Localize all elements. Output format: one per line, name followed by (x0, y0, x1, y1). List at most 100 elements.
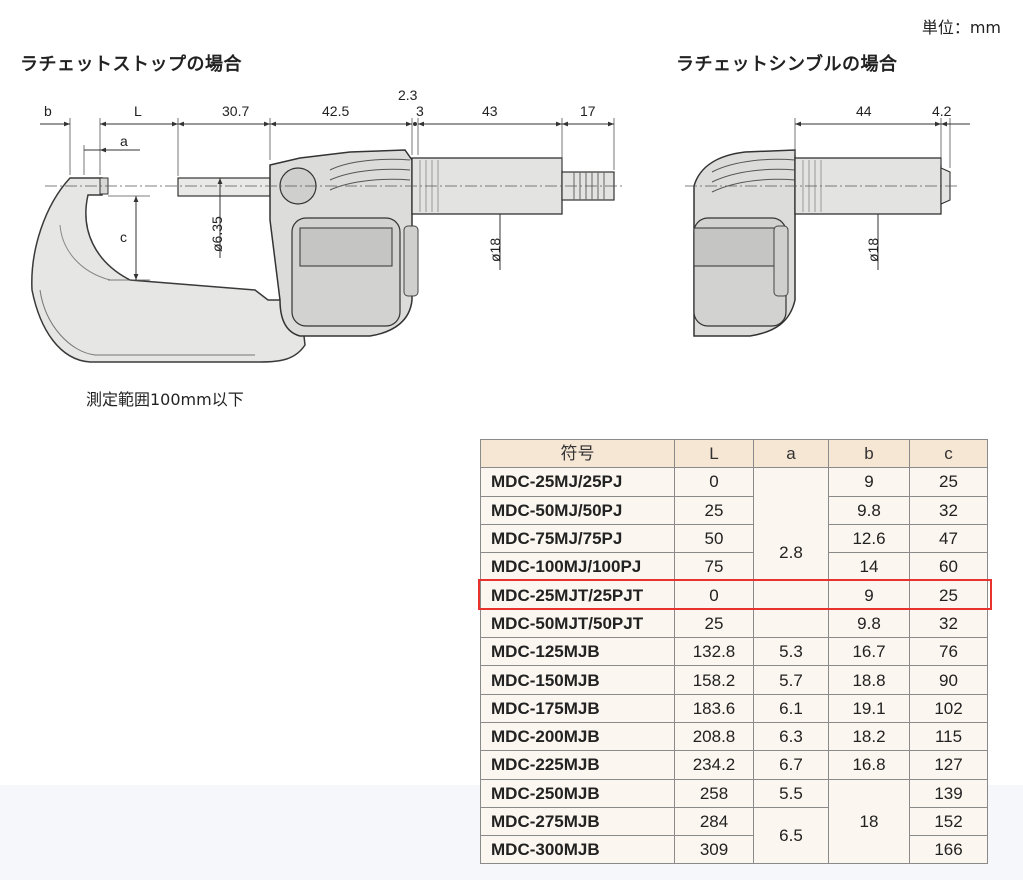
cell-l: 0 (674, 580, 754, 610)
cell-a: 5.3 (753, 637, 829, 667)
cell-l: 25 (674, 608, 754, 639)
cell-c: 32 (909, 495, 988, 525)
dim-c: c (120, 229, 127, 245)
cell-model: MDC-200MJB (480, 721, 675, 752)
dim-dia-18-right: ø18 (865, 238, 881, 262)
table-row: MDC-100MJ/100PJ 75 14 60 (480, 552, 988, 582)
cell-b: 16.8 (828, 750, 910, 780)
dim-dia-6-35: ø6.35 (209, 216, 225, 252)
cell-l: 158.2 (674, 665, 754, 695)
table-row: MDC-275MJB 284 6.5 152 (480, 806, 988, 865)
table-row: MDC-75MJ/75PJ 50 12.6 47 (480, 523, 988, 554)
header-l: L (674, 438, 754, 469)
header-model: 符号 (480, 438, 675, 469)
cell-c: 76 (909, 637, 988, 667)
cell-c: 47 (909, 523, 988, 554)
cell-c: 139 (909, 778, 988, 808)
cell-l: 25 (674, 495, 754, 525)
cell-model: MDC-100MJ/100PJ (480, 552, 675, 582)
cell-model: MDC-175MJB (480, 693, 675, 723)
unit-label: 単位：mm (921, 18, 1001, 37)
cell-l: 0 (674, 467, 754, 497)
table-row-highlighted: MDC-25MJT/25PJT 0 9 25 (480, 580, 988, 610)
cell-model: MDC-150MJB (480, 665, 675, 695)
cell-model: MDC-75MJ/75PJ (480, 523, 675, 554)
cell-b: 19.1 (828, 693, 910, 723)
cell-b: 16.7 (828, 637, 910, 667)
cell-a: 5.5 (753, 778, 829, 808)
cell-model: MDC-125MJB (480, 637, 675, 667)
cell-l: 258 (674, 778, 754, 808)
table-row: MDC-250MJB 258 5.5 18 139 (480, 778, 988, 865)
cell-model: MDC-275MJB (480, 806, 675, 837)
dim-3: 3 (416, 103, 424, 119)
table-row: MDC-175MJB 183.6 6.1 19.1 102 (480, 693, 988, 723)
cell-c: 115 (909, 721, 988, 752)
range-note: 測定範囲100mm以下 (86, 390, 244, 409)
cell-c: 152 (909, 806, 988, 837)
cell-model: MDC-25MJ/25PJ (480, 467, 675, 497)
dim-4-2: 4.2 (932, 103, 952, 119)
cell-b: 9.8 (828, 608, 910, 639)
cell-a-merged: 6.5 (753, 806, 829, 865)
table-header-row: 符号 L a b c (480, 438, 988, 469)
cell-b: 18.2 (828, 721, 910, 752)
cell-l: 183.6 (674, 693, 754, 723)
cell-model: MDC-300MJB (480, 835, 675, 865)
table-row: MDC-50MJT/50PJT 25 9.8 32 (480, 608, 988, 639)
micrometer-drawing: b L a c 30.7 42.5 2.3 3 43 17 ø6.35 ø18 … (31, 87, 970, 363)
cell-model: MDC-25MJT/25PJT (480, 580, 675, 610)
frame-left (31, 177, 306, 363)
cell-c: 32 (909, 608, 988, 639)
caption-ratchet-stop: ラチェットストップの場合 (20, 54, 242, 75)
dim-44: 44 (856, 103, 872, 119)
dim-b: b (44, 103, 52, 119)
header-a: a (753, 438, 829, 469)
cell-a-merged: 2.8 (753, 467, 829, 639)
cell-c: 166 (909, 835, 988, 865)
cell-l: 75 (674, 552, 754, 582)
header-c: c (909, 438, 988, 469)
cell-a: 6.1 (753, 693, 829, 723)
spec-table: 符号 L a b c MDC-25MJ/25PJ 0 2.8 9 25 MDC-… (480, 438, 988, 865)
header-b: b (828, 438, 910, 469)
cell-model: MDC-50MJT/50PJT (480, 608, 675, 639)
cell-l: 132.8 (674, 637, 754, 667)
dim-dia-18-left: ø18 (487, 238, 503, 262)
cell-b-merged: 18 (828, 778, 910, 865)
cell-model: MDC-225MJB (480, 750, 675, 780)
caption-ratchet-thimble: ラチェットシンブルの場合 (676, 54, 898, 75)
cell-c: 25 (909, 580, 988, 610)
cell-b: 9 (828, 467, 910, 497)
table-row: MDC-225MJB 234.2 6.7 16.8 127 (480, 750, 988, 780)
cell-b: 12.6 (828, 523, 910, 554)
dim-17: 17 (580, 103, 596, 119)
cell-c: 102 (909, 693, 988, 723)
dim-a: a (120, 133, 128, 149)
table-row: MDC-300MJB 309 166 (480, 835, 988, 865)
cell-model: MDC-50MJ/50PJ (480, 495, 675, 525)
cell-l: 309 (674, 835, 754, 865)
table-row: MDC-125MJB 132.8 5.3 16.7 76 (480, 637, 988, 667)
cell-c: 25 (909, 467, 988, 497)
dim-2-3: 2.3 (398, 87, 418, 103)
table-row: MDC-150MJB 158.2 5.7 18.8 90 (480, 665, 988, 695)
cell-c: 127 (909, 750, 988, 780)
cell-b: 9 (828, 580, 910, 610)
cell-l: 234.2 (674, 750, 754, 780)
cell-model: MDC-250MJB (480, 778, 675, 808)
cell-a: 6.7 (753, 750, 829, 780)
cell-a: 6.3 (753, 721, 829, 752)
cell-l: 50 (674, 523, 754, 554)
table-row: MDC-50MJ/50PJ 25 9.8 32 (480, 495, 988, 525)
cell-c: 60 (909, 552, 988, 582)
cell-b: 9.8 (828, 495, 910, 525)
cell-b: 18.8 (828, 665, 910, 695)
cell-a: 5.7 (753, 665, 829, 695)
cell-l: 208.8 (674, 721, 754, 752)
dim-30-7: 30.7 (222, 103, 249, 119)
cell-b: 14 (828, 552, 910, 582)
cell-c: 90 (909, 665, 988, 695)
dim-43: 43 (482, 103, 498, 119)
table-row: MDC-200MJB 208.8 6.3 18.2 115 (480, 721, 988, 752)
